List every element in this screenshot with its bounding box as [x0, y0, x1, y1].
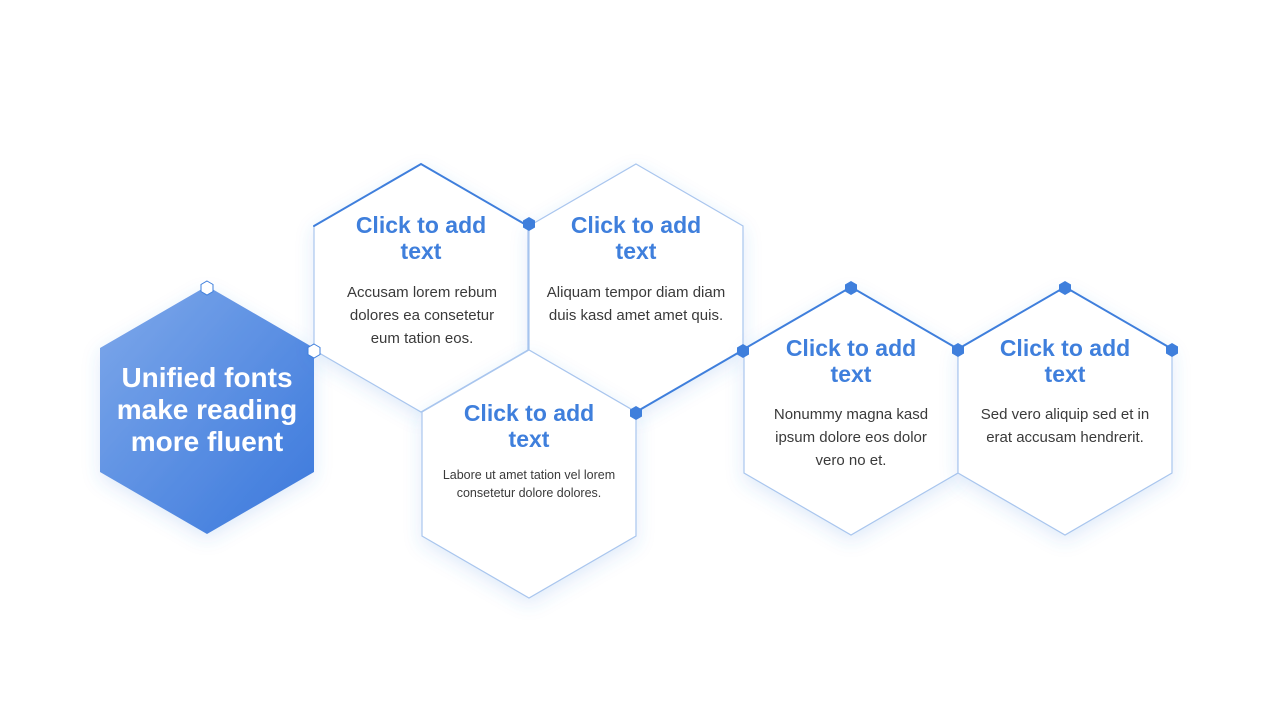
vertex-marker	[523, 217, 535, 231]
card-4-title[interactable]: Click to add text	[785, 335, 917, 387]
card-5-body: Sed vero aliquip sed et in erat accusam …	[980, 406, 1150, 446]
card-3-body: Labore ut amet tation vel lorem consetet…	[442, 468, 616, 500]
vertex-marker	[1059, 281, 1071, 295]
vertex-marker-outline	[307, 343, 321, 359]
vertex-marker	[737, 344, 749, 358]
card-4-body: Nonummy magna kasd ipsum dolore eos dolo…	[773, 406, 929, 469]
vertex-markers	[200, 217, 1178, 420]
card-1-title[interactable]: Click to add text	[355, 212, 487, 264]
card-1-body: Accusam lorem rebum dolores ea consetetu…	[346, 284, 498, 347]
main-title: Unified fonts make reading more fluent	[116, 362, 298, 457]
vertex-marker-outline	[200, 280, 214, 296]
main-hexagon	[100, 286, 314, 534]
vertex-marker	[1166, 343, 1178, 357]
card-5-title[interactable]: Click to add text	[999, 335, 1131, 387]
card-3-title[interactable]: Click to add text	[463, 400, 595, 452]
vertex-marker	[630, 406, 642, 420]
vertex-marker	[952, 343, 964, 357]
vertex-marker	[845, 281, 857, 295]
card-2-title[interactable]: Click to add text	[570, 212, 702, 264]
card-2-body: Aliquam tempor diam diam duis kasd amet …	[546, 284, 726, 324]
